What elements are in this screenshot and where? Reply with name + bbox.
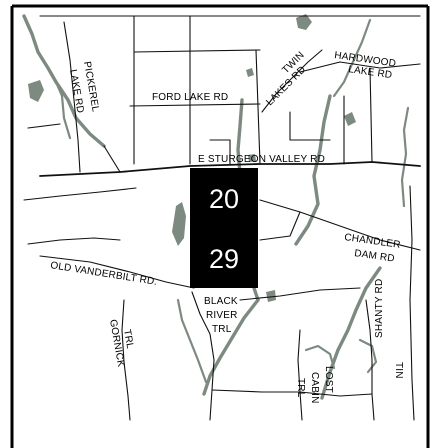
road-west-3	[27, 237, 121, 245]
highlight-top-number: 20	[209, 184, 239, 214]
label-tin-shanty-rd-2: SHANTY RD	[374, 279, 385, 338]
river-east	[294, 94, 332, 246]
river-south-central	[202, 298, 260, 396]
highlight-block[interactable]: 20 29	[190, 168, 258, 288]
road-grid-6	[289, 111, 331, 141]
lake-center	[172, 202, 186, 246]
stream-south-east	[358, 338, 378, 374]
label-lost-cabin-trl-1: LOST	[323, 366, 334, 393]
road-west-1	[23, 187, 137, 201]
road-lost-cabin	[297, 329, 303, 421]
streams	[22, 14, 410, 400]
lake-north	[296, 14, 312, 30]
road-chandler-dam	[259, 199, 421, 251]
label-e-sturgeon-valley-rd: E STURGEON VALLEY RD	[198, 154, 325, 165]
road-south-2	[299, 391, 373, 397]
label-black-river-trl-2: RIVER	[206, 310, 238, 321]
map-borders	[10, 4, 430, 448]
road-pickerel-lake	[63, 21, 81, 173]
pond-sturgeon	[248, 154, 256, 162]
label-gornick-trl-2: TRL	[121, 329, 135, 350]
river-south-west	[176, 298, 208, 384]
pond-south	[266, 290, 276, 302]
road-gornick	[121, 299, 131, 421]
road-hardwood-lake	[299, 61, 421, 73]
roads	[23, 15, 421, 421]
road-grid-4	[209, 139, 231, 165]
lake-west	[28, 80, 44, 102]
lake-northeast	[344, 112, 356, 126]
label-lost-cabin-trl-2: CABIN	[309, 372, 320, 404]
label-lost-cabin-trl-3: TRL	[295, 378, 306, 398]
label-black-river-trl-3: TRL	[212, 324, 232, 335]
highlight-bottom-number: 29	[209, 244, 239, 274]
highlight-rect[interactable]	[190, 168, 258, 288]
label-chandler-dam-rd-2: DAM RD	[354, 248, 396, 265]
road-east-vertical	[409, 185, 415, 421]
label-chandler-dam-rd-1: CHANDLER	[344, 232, 402, 251]
river-far-east	[400, 106, 410, 208]
stream-south-ring	[304, 344, 336, 370]
road-old-vanderbilt	[39, 255, 195, 289]
water-bodies	[28, 14, 356, 302]
road-grid-5	[255, 49, 261, 165]
label-tin-shanty-rd-1: TIN	[393, 362, 404, 379]
road-grid-8	[369, 67, 373, 163]
label-ford-lake-rd: FORD LAKE RD	[152, 92, 228, 103]
road-south-3	[239, 287, 361, 301]
river-southeast	[320, 266, 382, 400]
label-black-river-trl-1: BLACK	[204, 296, 238, 307]
road-black-river	[191, 291, 215, 421]
road-twin-lakes	[261, 49, 323, 113]
label-old-vanderbilt-rd: OLD VANDERBILT RD.	[50, 260, 158, 288]
road-tin-shanty	[365, 299, 375, 421]
road-east-link	[259, 211, 301, 241]
river-west-branch	[54, 80, 72, 140]
road-west-4	[103, 145, 121, 173]
road-west-2	[27, 123, 61, 129]
road-ford-lake	[129, 103, 261, 107]
road-south-1	[211, 389, 301, 393]
road-grid-3	[133, 49, 261, 53]
pond-small	[246, 68, 254, 77]
